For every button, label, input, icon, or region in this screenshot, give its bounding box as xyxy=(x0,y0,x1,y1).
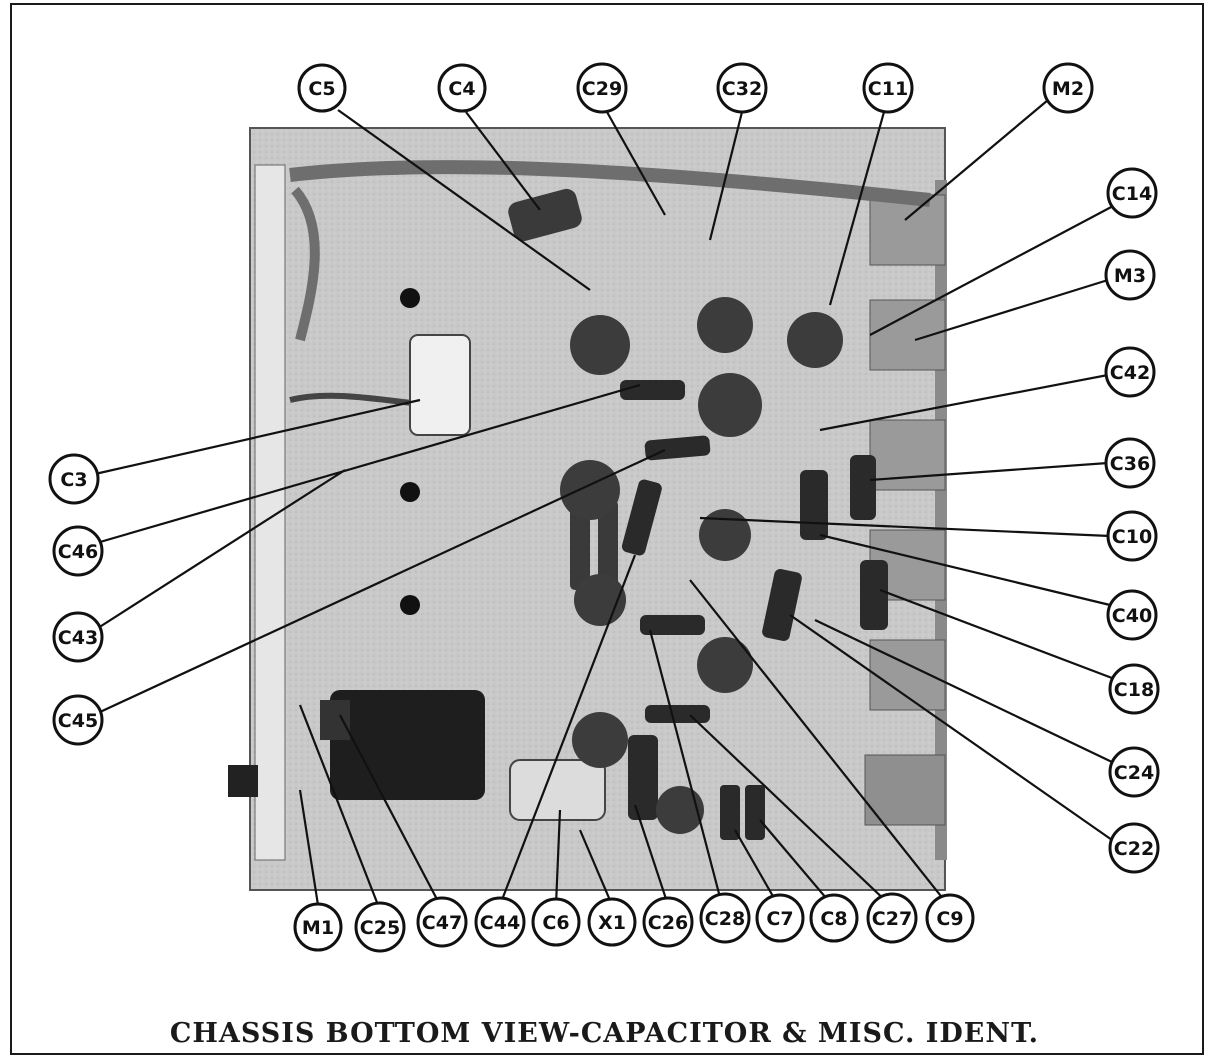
callout-label: C18 xyxy=(1114,679,1154,701)
callout-label: C7 xyxy=(766,908,793,930)
callout-C45: C45 xyxy=(52,694,104,746)
leader-C4 xyxy=(465,111,541,211)
callout-label: C9 xyxy=(936,908,963,930)
callout-C29: C29 xyxy=(576,62,628,114)
figure-caption: CHASSIS BOTTOM VIEW-CAPACITOR & MISC. ID… xyxy=(169,1018,1040,1049)
callout-label: C46 xyxy=(58,541,98,563)
leader-X1 xyxy=(578,829,614,906)
callout-label: C3 xyxy=(60,469,87,491)
leader-C14 xyxy=(869,204,1116,336)
leader-C8 xyxy=(759,819,833,906)
callout-C36: C36 xyxy=(1104,437,1156,489)
callout-C6: C6 xyxy=(531,897,581,947)
leader-C26 xyxy=(633,804,670,906)
chassis-photo xyxy=(228,127,947,891)
callout-label: C25 xyxy=(360,917,400,939)
callout-label: C6 xyxy=(542,912,569,934)
callout-C42: C42 xyxy=(1104,346,1156,398)
leader-C10 xyxy=(699,516,1111,538)
callout-label: M3 xyxy=(1114,265,1146,287)
leader-M2 xyxy=(904,99,1049,221)
leader-C32 xyxy=(708,111,744,241)
leader-C42 xyxy=(819,373,1109,432)
callout-C47: C47 xyxy=(416,896,468,948)
callout-C44: C44 xyxy=(474,896,526,948)
callout-label: C24 xyxy=(1114,762,1154,784)
callout-C32: C32 xyxy=(716,62,768,114)
callout-label: C8 xyxy=(820,908,847,930)
leader-C47 xyxy=(339,714,441,906)
callout-C26: C26 xyxy=(642,896,694,948)
callout-C10: C10 xyxy=(1106,510,1158,562)
callout-label: C4 xyxy=(448,78,475,100)
leader-C27 xyxy=(689,714,891,906)
callout-label: C22 xyxy=(1114,838,1154,860)
callouts: C5 C4 C29 C32 C11 M2 C14 M3 C42 C36 C10 … xyxy=(48,62,1160,953)
leader-C11 xyxy=(828,111,886,306)
leader-C24 xyxy=(814,619,1113,763)
callout-C22: C22 xyxy=(1108,822,1160,874)
leader-C6 xyxy=(554,809,562,906)
callout-label: C27 xyxy=(872,908,912,930)
leader-C43 xyxy=(97,469,346,629)
leader-C29 xyxy=(606,111,666,216)
leader-C36 xyxy=(869,461,1109,482)
callout-M3: M3 xyxy=(1104,249,1156,301)
callout-C40: C40 xyxy=(1106,589,1158,641)
callout-C7: C7 xyxy=(755,893,805,943)
callout-label: C14 xyxy=(1112,183,1152,205)
callout-C27: C27 xyxy=(866,892,918,944)
callout-label: C45 xyxy=(58,710,98,732)
callout-X1: X1 xyxy=(587,897,637,947)
callout-label: C36 xyxy=(1110,453,1150,475)
callout-label: C42 xyxy=(1110,362,1150,384)
leader-C40 xyxy=(819,533,1111,607)
leader-C5 xyxy=(337,109,591,291)
callout-label: C26 xyxy=(648,912,688,934)
callout-C3: C3 xyxy=(48,453,100,505)
leader-C25 xyxy=(298,704,380,906)
callout-C4: C4 xyxy=(437,63,487,113)
leader-M1 xyxy=(298,789,320,906)
leader-C9 xyxy=(689,579,949,906)
callout-C5: C5 xyxy=(297,63,347,113)
leader-C28 xyxy=(648,629,724,906)
figure-border xyxy=(10,3,1204,1055)
callout-label: C47 xyxy=(422,912,462,934)
leader-M3 xyxy=(914,278,1109,342)
callout-label: C43 xyxy=(58,627,98,649)
callout-C8: C8 xyxy=(809,893,859,943)
callout-label: C44 xyxy=(480,912,520,934)
callout-label: C40 xyxy=(1112,605,1152,627)
callout-C14: C14 xyxy=(1106,167,1158,219)
callout-C25: C25 xyxy=(354,901,406,953)
leader-C22 xyxy=(789,614,1113,841)
callout-label: C11 xyxy=(868,78,908,100)
callout-label: M2 xyxy=(1052,78,1084,100)
leader-lines xyxy=(94,99,1116,906)
callout-C28: C28 xyxy=(699,892,751,944)
callout-label: C28 xyxy=(705,908,745,930)
leader-C3 xyxy=(94,398,421,476)
callout-C11: C11 xyxy=(862,62,914,114)
callout-M2: M2 xyxy=(1042,62,1094,114)
leader-C46 xyxy=(99,383,641,544)
callout-C9: C9 xyxy=(925,893,975,943)
callout-label: C5 xyxy=(308,78,335,100)
callout-C46: C46 xyxy=(52,525,104,577)
callout-label: X1 xyxy=(598,912,626,934)
callout-label: C29 xyxy=(582,78,622,100)
callout-C24: C24 xyxy=(1108,746,1160,798)
leader-C18 xyxy=(879,588,1113,680)
leader-C44 xyxy=(498,554,637,906)
callout-C43: C43 xyxy=(52,611,104,663)
leader-C45 xyxy=(99,449,666,713)
callout-label: C10 xyxy=(1112,526,1152,548)
callout-C18: C18 xyxy=(1108,663,1160,715)
leader-C7 xyxy=(734,829,779,906)
callout-M1: M1 xyxy=(293,902,343,952)
callout-label: M1 xyxy=(302,917,334,939)
callout-label: C32 xyxy=(722,78,762,100)
